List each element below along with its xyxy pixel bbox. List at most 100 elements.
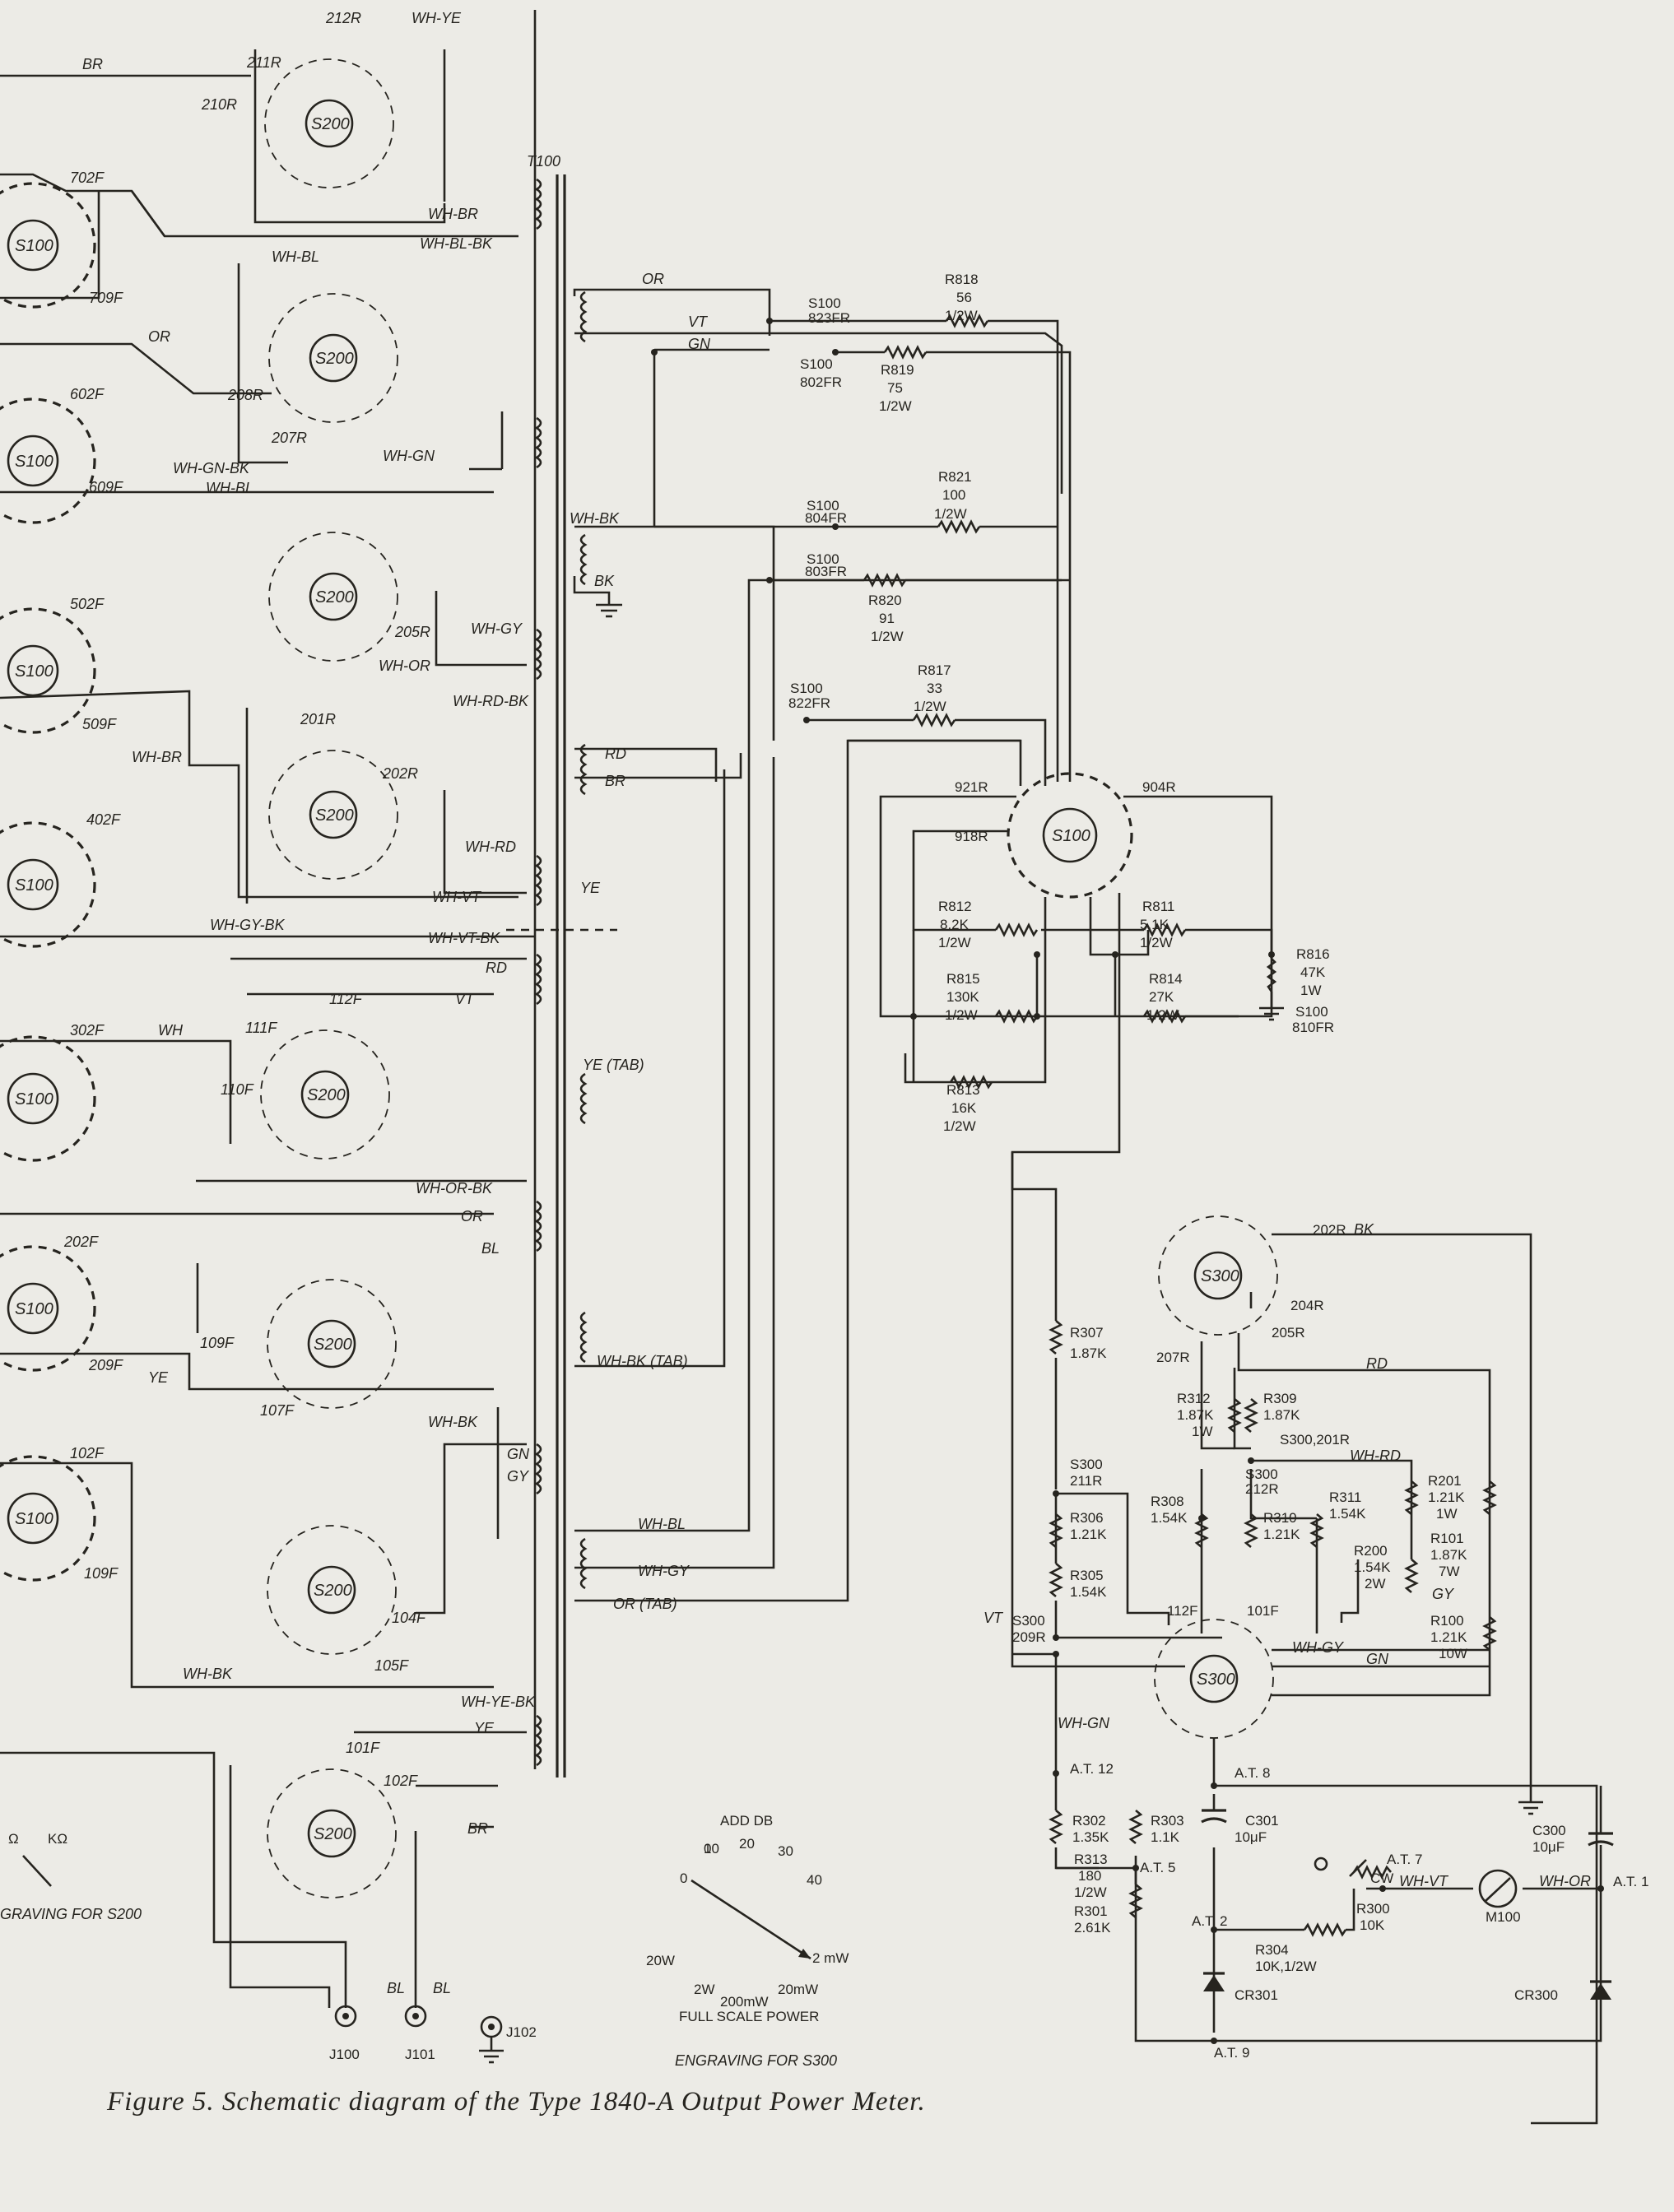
transformer-t100: T100 — [527, 153, 588, 1778]
s200-term: 101F — [346, 1740, 380, 1756]
svg-text:1.87K: 1.87K — [1263, 1407, 1300, 1423]
svg-text:0: 0 — [680, 1870, 687, 1886]
svg-text:27K: 27K — [1149, 989, 1174, 1005]
svg-text:20W: 20W — [646, 1953, 675, 1968]
svg-text:1/2W: 1/2W — [1140, 935, 1173, 950]
svg-text:WH-YE-BK: WH-YE-BK — [461, 1694, 536, 1710]
svg-text:S100: S100 — [15, 1300, 53, 1318]
svg-text:R306: R306 — [1070, 1510, 1104, 1526]
svg-text:R811: R811 — [1142, 899, 1174, 914]
svg-text:R820: R820 — [868, 592, 902, 608]
svg-text:91: 91 — [879, 611, 895, 626]
svg-text:WH-RD-BK: WH-RD-BK — [453, 693, 529, 709]
svg-text:802FR: 802FR — [800, 374, 842, 390]
svg-text:5.1K: 5.1K — [1140, 917, 1169, 932]
s100-switch-7: S100 102F 109F — [0, 1445, 119, 1582]
svg-text:R200: R200 — [1354, 1543, 1388, 1559]
svg-text:R300: R300 — [1356, 1901, 1390, 1917]
svg-text:804FR: 804FR — [805, 510, 847, 526]
svg-text:A.T. 7: A.T. 7 — [1387, 1852, 1422, 1867]
svg-text:1.21K: 1.21K — [1430, 1629, 1467, 1645]
svg-text:112F: 112F — [1167, 1603, 1198, 1619]
s200-term: 208R — [227, 387, 263, 403]
s100-switch-1: S100 702F 709F — [0, 170, 123, 309]
svg-text:75: 75 — [887, 380, 903, 396]
svg-text:WH-BK: WH-BK — [570, 510, 620, 527]
svg-text:J102: J102 — [506, 2024, 537, 2040]
s200-term: 111F — [245, 1020, 277, 1036]
svg-text:RD: RD — [486, 960, 507, 976]
svg-text:823FR: 823FR — [808, 310, 850, 326]
s100-term: 302F — [70, 1022, 105, 1039]
svg-text:2.61K: 2.61K — [1074, 1920, 1111, 1936]
svg-text:204R: 204R — [1290, 1298, 1324, 1313]
svg-text:1/2W: 1/2W — [914, 699, 946, 714]
svg-text:C301: C301 — [1245, 1813, 1279, 1829]
svg-text:40: 40 — [807, 1872, 822, 1888]
svg-text:10K: 10K — [1360, 1917, 1385, 1933]
svg-text:212R: 212R — [1245, 1481, 1279, 1497]
left-wiring — [0, 49, 617, 2008]
svg-text:GN: GN — [507, 1446, 530, 1462]
svg-text:WH-BL: WH-BL — [206, 480, 253, 496]
svg-text:S100: S100 — [807, 498, 839, 514]
s100-switch-2: S100 602F 609F — [0, 386, 123, 524]
svg-text:1/2W: 1/2W — [879, 398, 912, 414]
s200-switch-5: S200 112F 111F 110F — [221, 991, 390, 1159]
svg-text:R815: R815 — [946, 971, 980, 987]
svg-text:S100: S100 — [15, 237, 53, 255]
svg-text:S100: S100 — [15, 876, 53, 895]
svg-text:2W: 2W — [1365, 1576, 1386, 1592]
svg-text:GY: GY — [507, 1468, 530, 1485]
svg-text:0: 0 — [704, 1841, 711, 1856]
s200-switch-4: S200 201R 202R — [268, 711, 418, 880]
svg-text:BL: BL — [481, 1240, 500, 1257]
svg-text:202R: 202R — [1313, 1222, 1346, 1238]
s200-term: 202R — [382, 765, 418, 782]
svg-text:R101: R101 — [1430, 1531, 1464, 1546]
svg-text:1.35K: 1.35K — [1072, 1829, 1109, 1845]
svg-text:WH: WH — [158, 1022, 184, 1039]
svg-text:2W: 2W — [694, 1982, 715, 1997]
svg-text:20: 20 — [739, 1836, 755, 1852]
svg-text:R816: R816 — [1296, 946, 1330, 962]
svg-text:Ω: Ω — [8, 1831, 19, 1847]
s100-tap-labels: S100 823FR S100 802FR S100 804FR S100 80… — [788, 295, 1334, 1035]
svg-text:1/2W: 1/2W — [945, 1007, 978, 1023]
svg-text:S300: S300 — [1201, 1267, 1239, 1285]
svg-text:WH-GY: WH-GY — [638, 1563, 691, 1579]
svg-text:R821: R821 — [938, 469, 972, 485]
svg-text:WH-BL: WH-BL — [638, 1516, 686, 1532]
svg-text:WH-GY: WH-GY — [1292, 1639, 1345, 1656]
svg-text:130K: 130K — [946, 989, 979, 1005]
svg-text:BK: BK — [1354, 1221, 1374, 1238]
svg-text:WH-YE: WH-YE — [412, 10, 462, 26]
svg-text:R308: R308 — [1151, 1494, 1184, 1509]
s200-switch-1: 212R S200 212R 211R 210R — [201, 10, 394, 188]
svg-text:R201: R201 — [1428, 1473, 1462, 1489]
s200-term: 109F — [200, 1335, 235, 1351]
svg-text:VT: VT — [455, 991, 476, 1007]
svg-text:100: 100 — [942, 487, 965, 503]
svg-text:R812: R812 — [938, 899, 972, 914]
svg-text:R312: R312 — [1177, 1391, 1211, 1406]
svg-text:R313: R313 — [1074, 1852, 1108, 1867]
svg-text:S300,201R: S300,201R — [1280, 1432, 1350, 1448]
svg-text:10μF: 10μF — [1235, 1829, 1267, 1845]
svg-text:WH-GN-BK: WH-GN-BK — [173, 460, 250, 476]
s100-term: 202F — [63, 1234, 99, 1250]
svg-text:WH-BK: WH-BK — [428, 1414, 478, 1430]
svg-text:1/2W: 1/2W — [945, 308, 978, 323]
svg-text:GN: GN — [688, 336, 711, 352]
engraving-s200: Ω KΩ GRAVING FOR S200 — [0, 1831, 142, 1922]
svg-text:R818: R818 — [945, 272, 979, 287]
svg-text:R302: R302 — [1072, 1813, 1106, 1829]
svg-text:M100: M100 — [1486, 1909, 1521, 1925]
svg-text:S100: S100 — [1052, 827, 1090, 845]
svg-text:S100: S100 — [15, 662, 53, 681]
svg-text:R304: R304 — [1255, 1942, 1289, 1958]
svg-text:1/2W: 1/2W — [934, 506, 967, 522]
svg-text:1/2W: 1/2W — [943, 1118, 976, 1134]
svg-text:CR300: CR300 — [1514, 1987, 1558, 2003]
